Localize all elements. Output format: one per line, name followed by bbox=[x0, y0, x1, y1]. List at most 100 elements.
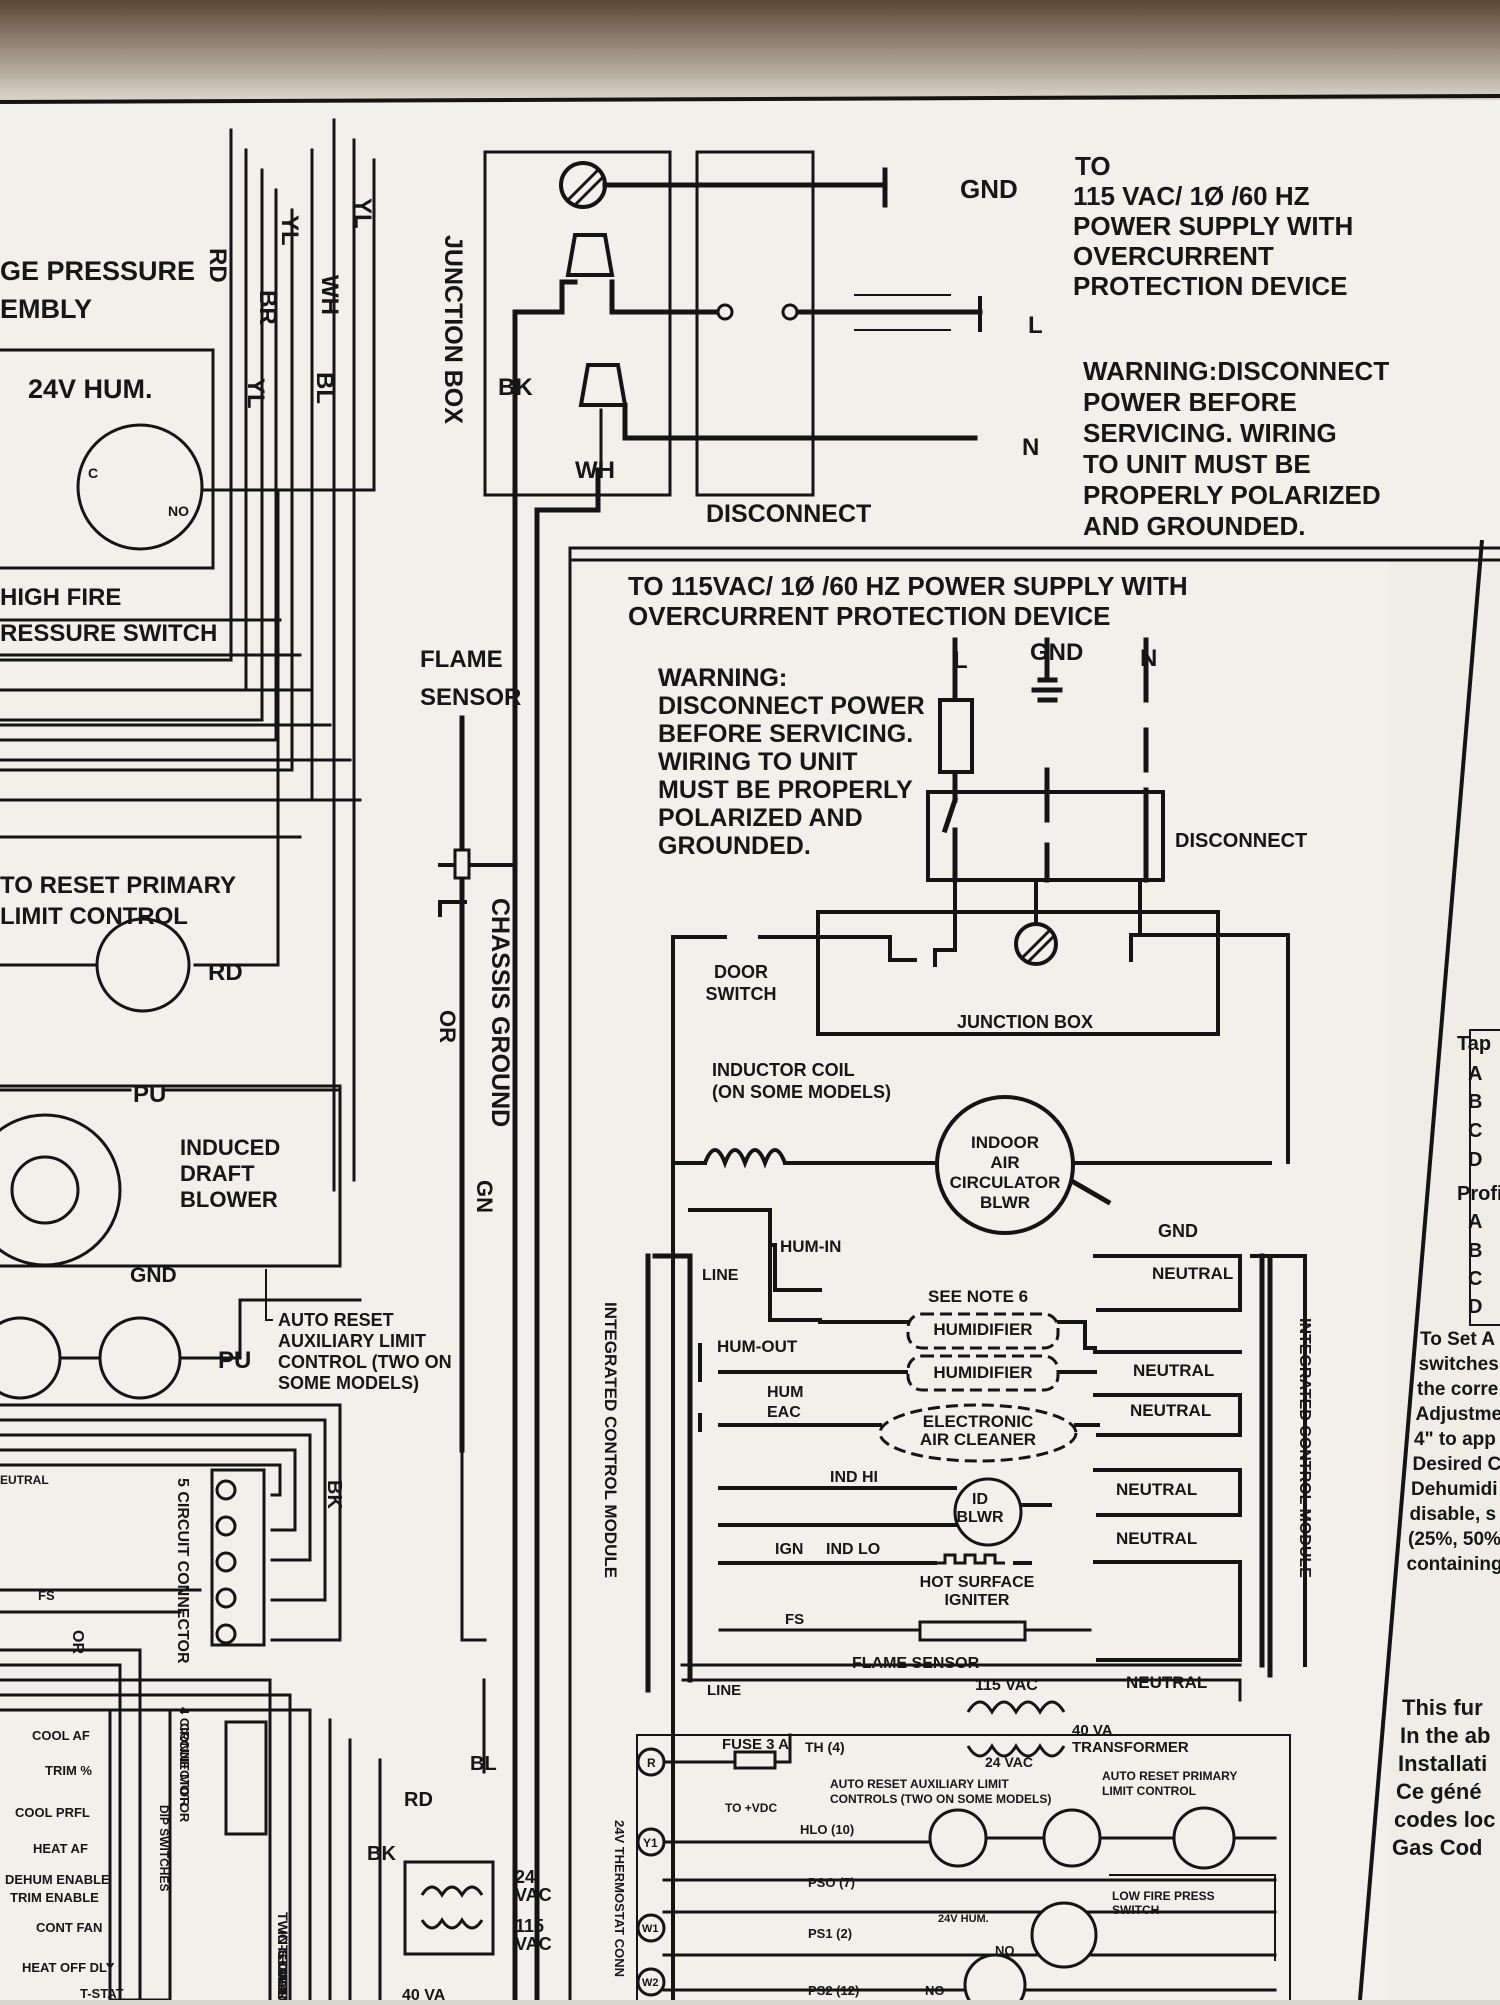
label-main-ign: IGN bbox=[775, 1541, 803, 1558]
label-bottom-no: NO bbox=[995, 1943, 1015, 1958]
label-lower_left-vac115-0: 115 bbox=[515, 1916, 544, 1936]
label-flame-chassis: CHASSIS GROUND bbox=[486, 898, 514, 1127]
hum-switch-circle bbox=[78, 425, 202, 549]
label-left-induced-2: BLOWER bbox=[180, 1187, 278, 1212]
label-bottom-ps2: PS2 (12) bbox=[808, 1983, 859, 1998]
primary-limit-left bbox=[97, 919, 189, 1011]
label-left-pu: PU bbox=[133, 1081, 166, 1108]
label-left-aux-2: CONTROL (TWO ON bbox=[278, 1352, 452, 1372]
label-main-neutral_labels-0: NEUTRAL bbox=[1152, 1264, 1233, 1283]
label-lower_left-va40: 40 VA bbox=[402, 1987, 446, 2000]
label-main-line: LINE bbox=[702, 1267, 739, 1284]
label-top-supply-2: OVERCURRENT bbox=[1073, 241, 1274, 271]
label-left-bk: BK bbox=[323, 1480, 345, 1509]
disconnect-contact-2 bbox=[783, 305, 797, 319]
fuse-box-l bbox=[940, 700, 972, 772]
label-left-aux-1: AUXILIARY LIMIT bbox=[278, 1331, 426, 1351]
label-top-supply-0: 115 VAC/ 1Ø /60 HZ bbox=[1073, 181, 1310, 211]
label-right_table-text-7: disable, s bbox=[1410, 1504, 1497, 1525]
flame-sensor-element bbox=[920, 1622, 1025, 1640]
label-main-indoor-0: INDOOR bbox=[971, 1133, 1039, 1152]
label-left-reset_primary-1: LIMIT CONTROL bbox=[0, 903, 188, 930]
label-left-pu2: PU bbox=[218, 1347, 251, 1374]
label-main-inductor-0: INDUCTOR COIL bbox=[712, 1060, 855, 1080]
low-fire-switch bbox=[1032, 1903, 1096, 1967]
label-main-flame_sensor: FLAME SENSOR bbox=[852, 1655, 980, 1672]
label-right_table-text-3: Adjustme bbox=[1416, 1404, 1500, 1425]
label-top-to: TO bbox=[1075, 151, 1111, 181]
label-top-bk: BK bbox=[498, 374, 533, 401]
label-left-high_fire-1: RESSURE SWITCH bbox=[0, 620, 217, 647]
aux-limit-left-2 bbox=[100, 1318, 180, 1398]
label-bottom-ps1: PS1 (2) bbox=[808, 1926, 852, 1941]
label-lower_left-bl: BL bbox=[470, 1753, 497, 1775]
label-right_table-notice-0: This fur bbox=[1402, 1695, 1483, 1720]
label-bottom-hum24: 24V HUM. bbox=[938, 1913, 989, 1925]
label-right_table-text-5: Desired C bbox=[1413, 1454, 1500, 1475]
label-main-fs: FS bbox=[785, 1611, 804, 1628]
label-bottom-r: R bbox=[647, 1756, 656, 1770]
label-left-wire_labels-2: BR bbox=[254, 290, 281, 325]
hum-24v-bottom bbox=[965, 1955, 1025, 2000]
label-flame-or: OR bbox=[435, 1010, 460, 1043]
label-main-junction: JUNCTION BOX bbox=[957, 1012, 1093, 1032]
label-main-ind_lo: IND LO bbox=[826, 1541, 880, 1558]
label-bottom-low_fire-1: SWITCH bbox=[1112, 1903, 1159, 1917]
label-top-warning-3: TO UNIT MUST BE bbox=[1083, 449, 1311, 479]
label-main-id_blwr-1: BLWR bbox=[956, 1509, 1004, 1526]
label-main-warning-6: GROUNDED. bbox=[658, 832, 811, 860]
disconnect-contact-1 bbox=[718, 305, 732, 319]
label-lower_left-labels-8: T-STAT bbox=[80, 1986, 124, 2000]
label-lower_left-circuit_motor-1: CONNECTOR bbox=[177, 1723, 192, 1807]
label-left-reset_primary-0: TO RESET PRIMARY bbox=[0, 872, 236, 899]
label-main-neutral_labels-2: NEUTRAL bbox=[1130, 1401, 1211, 1420]
label-left-aux-3: SOME MODELS) bbox=[278, 1373, 419, 1393]
label-main-warning-3: WIRING TO UNIT bbox=[658, 748, 858, 776]
label-main-hum_eac-1: EAC bbox=[767, 1404, 801, 1421]
label-lower_left-labels-3: HEAT AF bbox=[33, 1841, 88, 1856]
label-left-wire_labels-6: YL bbox=[349, 198, 376, 229]
label-main-see_note: SEE NOTE 6 bbox=[928, 1287, 1028, 1306]
label-lower_left-vac115-1: VAC bbox=[515, 1934, 552, 1954]
label-top-warning-2: SERVICING. WIRING bbox=[1083, 418, 1337, 448]
label-left-wire_labels-3: YL bbox=[242, 378, 269, 409]
label-right_table-text-8: (25%, 50% bbox=[1408, 1529, 1500, 1550]
label-left-five_circuit: 5 CIRCUIT CONNECTOR bbox=[174, 1478, 191, 1664]
label-right_table-text-2: the corre bbox=[1417, 1379, 1498, 1400]
primary-limit-bottom bbox=[1174, 1808, 1234, 1868]
label-main-disconnect: DISCONNECT bbox=[1175, 830, 1307, 852]
label-top-warning-5: AND GROUNDED. bbox=[1083, 511, 1305, 541]
label-bottom-aux-0: AUTO RESET AUXILIARY LIMIT bbox=[830, 1777, 1009, 1791]
label-lower_left-rd: RD bbox=[404, 1789, 433, 1811]
integrated-control-module-right: INTEGRATED CONTROL MODULE bbox=[1296, 1318, 1313, 1578]
bottom-no-2: NO bbox=[925, 1983, 945, 1998]
label-top-wh: WH bbox=[575, 457, 615, 484]
label-flame-gn: GN bbox=[472, 1180, 497, 1213]
label-right_table-rows-0: Tap bbox=[1457, 1033, 1491, 1055]
label-left-induced-1: DRAFT bbox=[180, 1161, 255, 1186]
label-main-hum_out: HUM-OUT bbox=[717, 1337, 798, 1356]
label-bottom-to_vdc: TO +VDC bbox=[725, 1801, 777, 1815]
label-main-id_blwr-0: ID bbox=[972, 1491, 988, 1508]
label-main-neutral_labels-5: NEUTRAL bbox=[1126, 1673, 1207, 1692]
label-right_table-notice-1: In the ab bbox=[1400, 1723, 1490, 1748]
label-top-warning-0: WARNING:DISCONNECT bbox=[1083, 356, 1389, 386]
label-main-warning-5: POLARIZED AND bbox=[658, 804, 863, 832]
label-main-humidifier-0: HUMIDIFIER bbox=[933, 1320, 1032, 1339]
label-main-gnd: GND bbox=[1030, 639, 1083, 666]
wire-nut-black-icon bbox=[568, 235, 612, 275]
label-main-hum_eac-0: HUM bbox=[767, 1384, 803, 1401]
label-lower_left-vac24-0: 24 bbox=[515, 1867, 535, 1887]
fuse-3a bbox=[735, 1752, 775, 1768]
label-main-ind_hi: IND HI bbox=[830, 1469, 878, 1486]
label-main-eac-0: ELECTRONIC bbox=[923, 1412, 1034, 1431]
label-bottom-va-1: TRANSFORMER bbox=[1072, 1739, 1189, 1756]
label-main-warning-0: WARNING: bbox=[658, 664, 787, 692]
wire-nut-white-icon bbox=[581, 365, 625, 405]
label-right_table-rows-5: Profile bbox=[1457, 1183, 1500, 1205]
label-lower_left-labels-1: TRIM % bbox=[45, 1763, 92, 1778]
top-gnd-label: GND bbox=[960, 174, 1018, 204]
label-bottom-th: TH (4) bbox=[805, 1739, 845, 1755]
